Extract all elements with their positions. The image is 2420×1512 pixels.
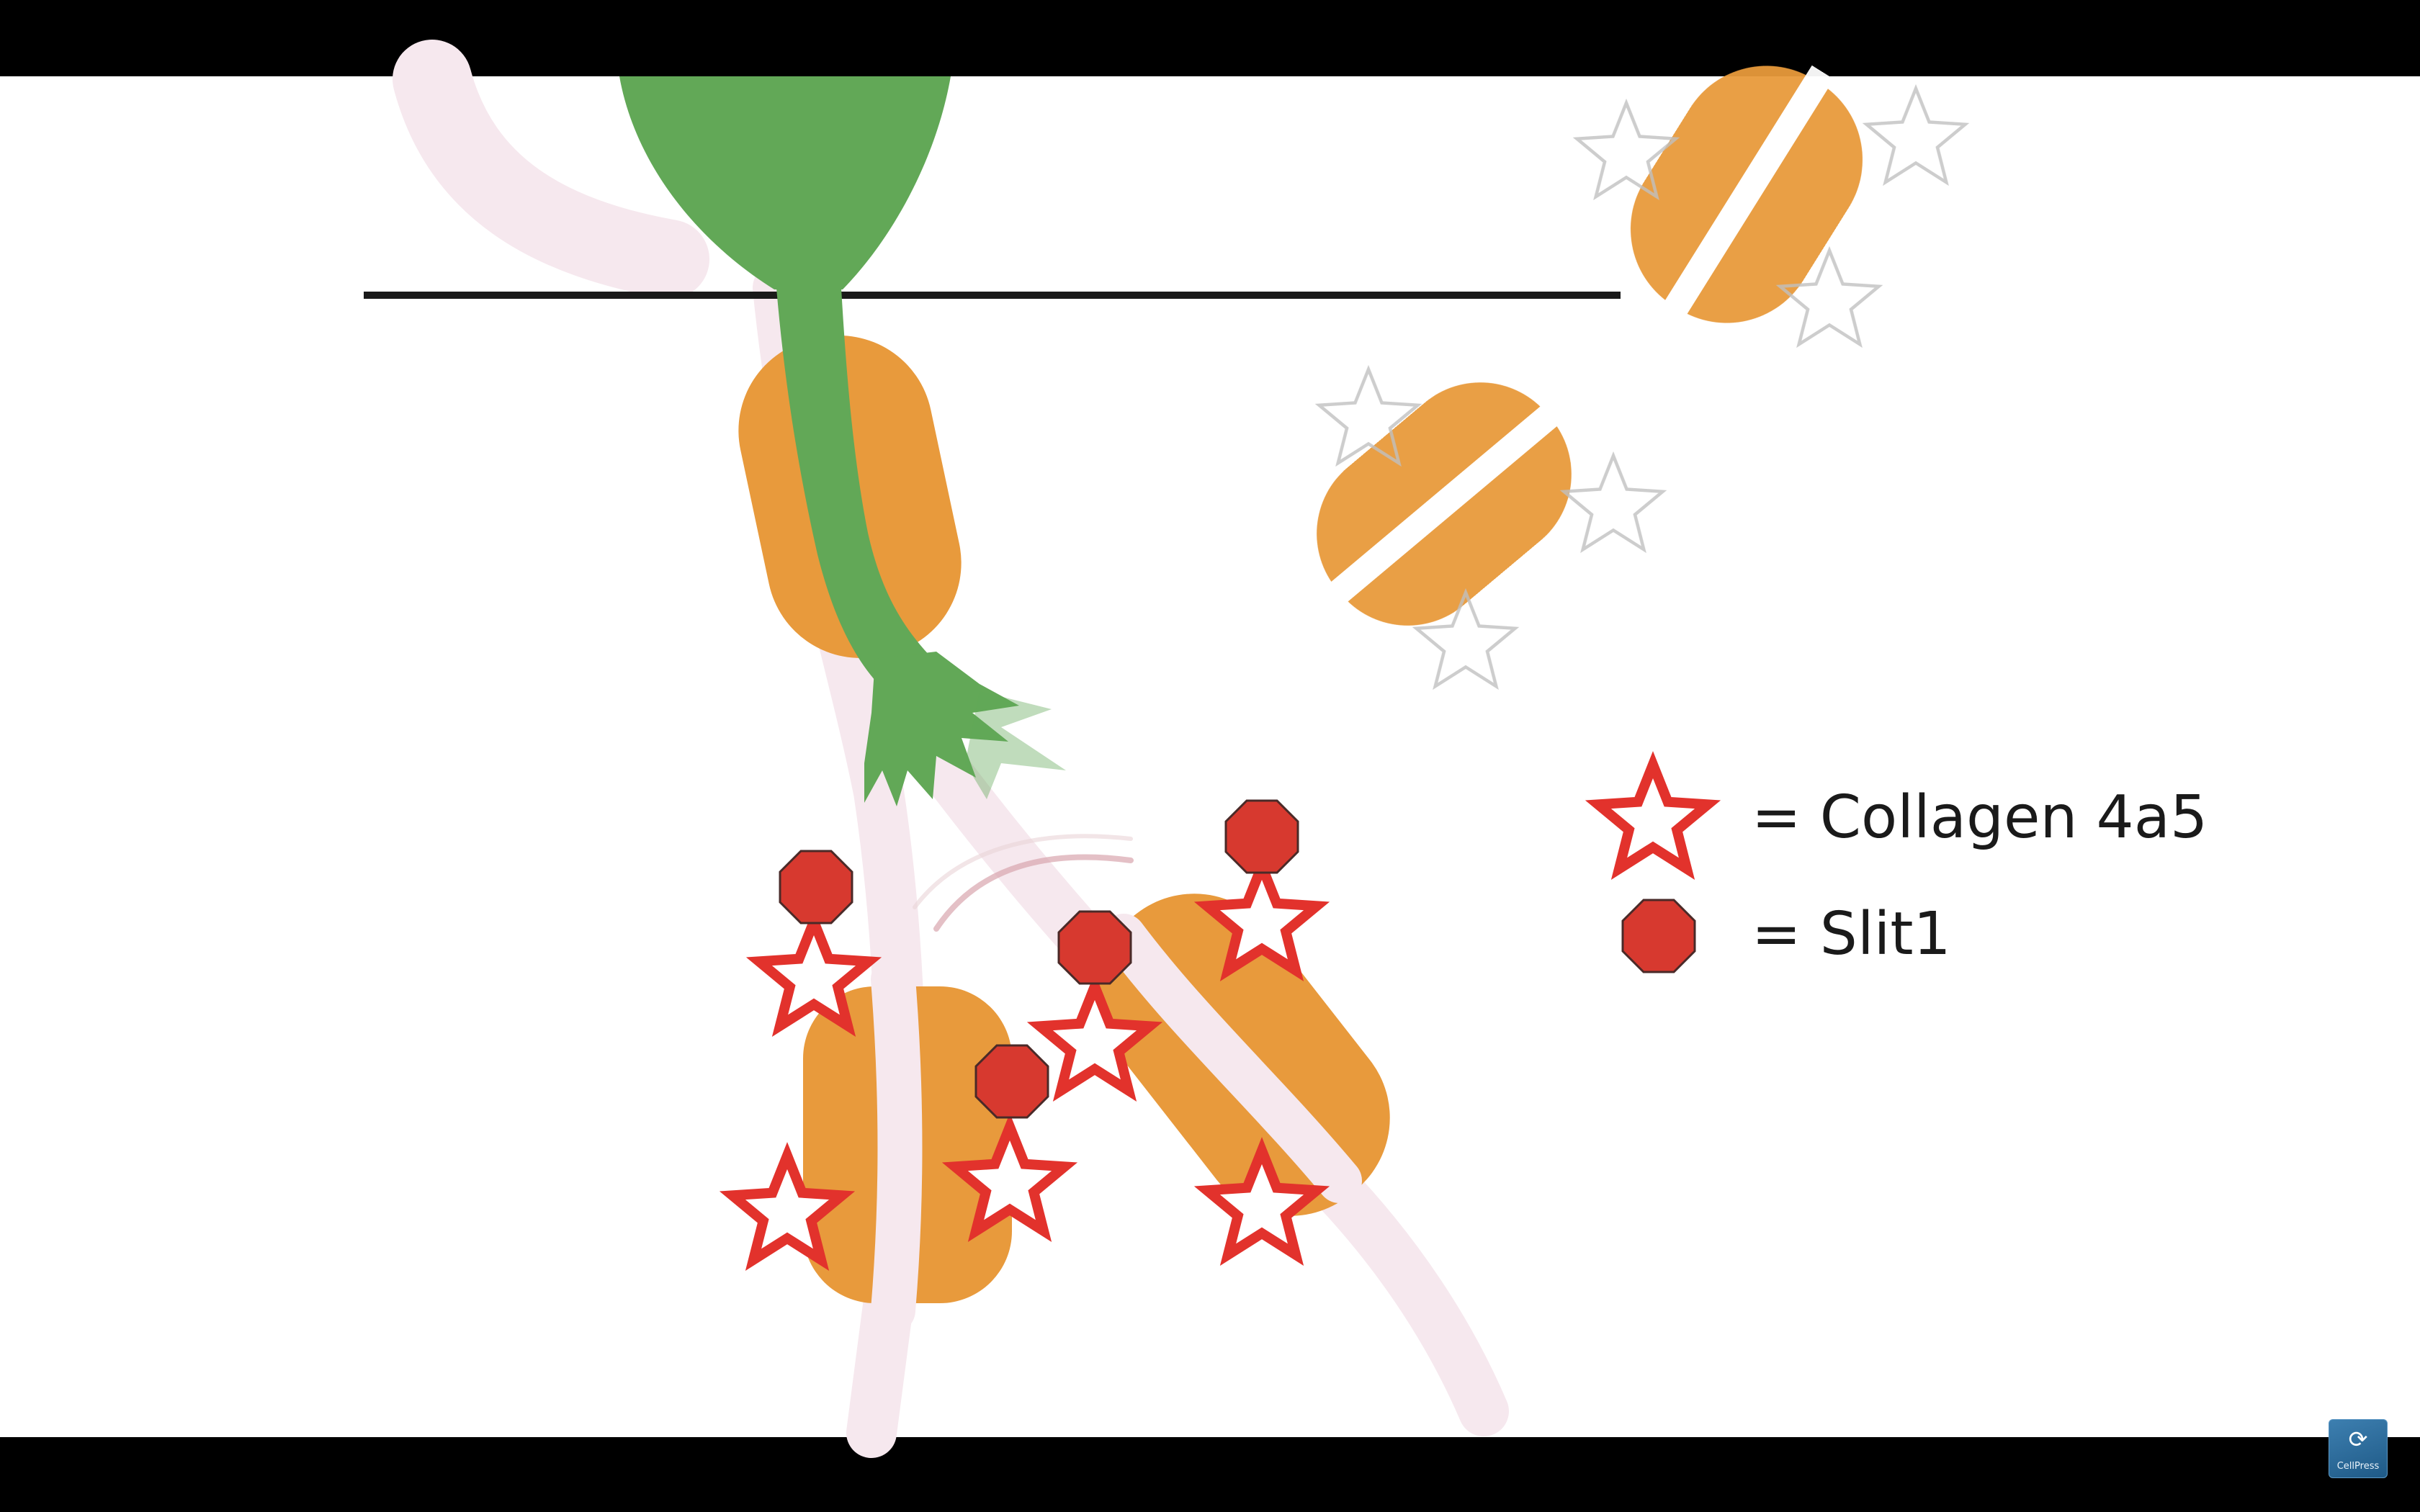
legend-collagen-row: = Collagen 4a5: [1598, 765, 2208, 869]
red-octagon-icon: [1621, 899, 1696, 973]
cellpress-logo-icon[interactable]: ⟳ CellPress: [2329, 1419, 2388, 1478]
cell-gap: [1659, 65, 1834, 324]
pale-track-overlay: [871, 914, 1362, 1333]
legend-slit-row: = Slit1: [1621, 899, 1951, 973]
red-octagon-icon: [779, 850, 853, 924]
growth-cone: [619, 76, 1066, 806]
axon-shaft: [776, 288, 936, 695]
legend: = Collagen 4a5 = Slit1: [1598, 765, 2208, 973]
legend-collagen-label: = Collagen 4a5: [1752, 783, 2208, 852]
letterbox-bottom: [0, 1437, 2420, 1512]
cell-cluster-upper-right: [1317, 65, 1966, 687]
red-octagon-icon: [1224, 799, 1299, 874]
letterbox-top: [0, 0, 2420, 76]
cellpress-logo-glyph: ⟳: [2348, 1426, 2368, 1453]
red-octagon-icon: [1057, 910, 1132, 985]
cell-gap: [1319, 397, 1569, 611]
content-background: [0, 76, 2420, 1437]
growth-cone-filopodia: [864, 652, 1019, 806]
legend-slit-label: = Slit1: [1752, 900, 1951, 968]
repulsion-arcs: [913, 834, 1134, 932]
growth-cone-soma: [619, 76, 951, 289]
cellpress-logo-text: CellPress: [2336, 1461, 2380, 1472]
pale-track-top-arc: [393, 40, 709, 299]
red-octagon-icon: [974, 1044, 1049, 1119]
